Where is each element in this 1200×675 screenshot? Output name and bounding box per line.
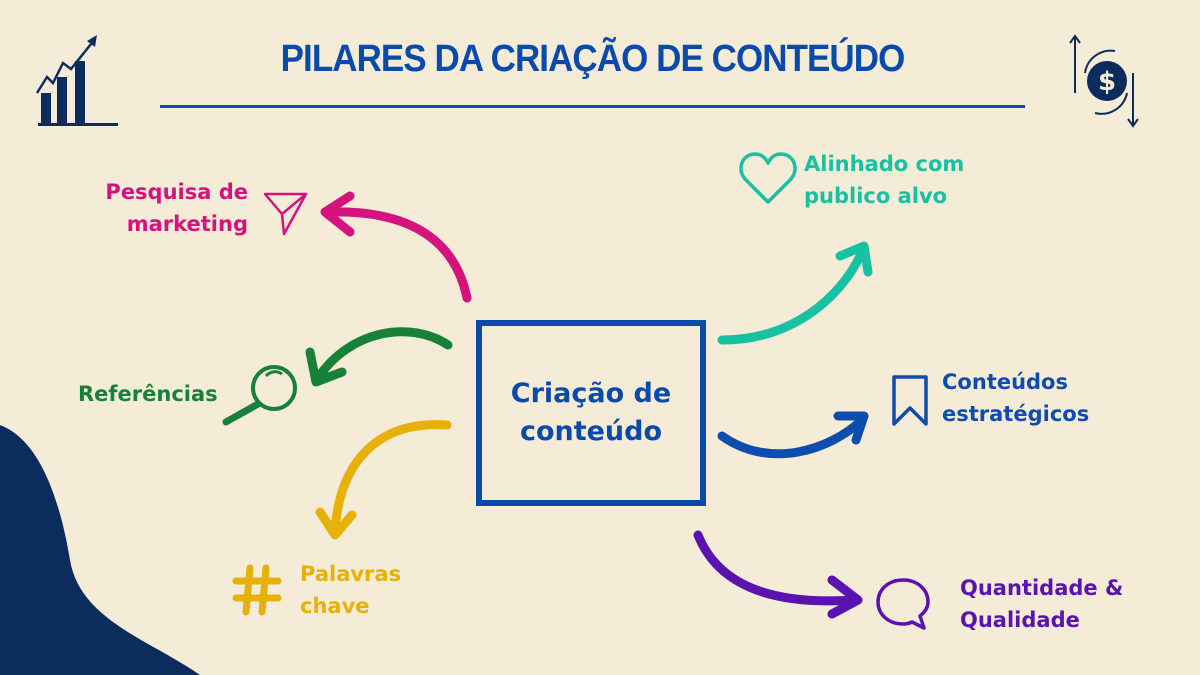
center-line2: conteúdo bbox=[519, 416, 663, 447]
arrow-pesquisa bbox=[320, 191, 472, 303]
speech-bubble-icon bbox=[876, 578, 930, 630]
arrow-referencias bbox=[305, 327, 453, 387]
pillar-alinhado: Alinhado com publico alvo bbox=[804, 148, 964, 212]
arrow-alinhado bbox=[717, 241, 873, 345]
arrow-palavras bbox=[315, 420, 452, 540]
pillar-label-line1: Pesquisa de bbox=[105, 180, 248, 204]
arrow-quantidade bbox=[693, 530, 863, 619]
pillar-label-line1: Alinhado com bbox=[804, 152, 965, 176]
pillar-label-line1: Conteúdos bbox=[942, 370, 1068, 394]
bookmark-icon bbox=[892, 375, 928, 426]
pillar-conteudos: Conteúdos estratégicos bbox=[942, 366, 1089, 430]
pillar-referencias: Referências bbox=[78, 378, 218, 410]
pillar-label-line1: Quantidade & bbox=[960, 576, 1124, 600]
pillar-palavras: Palavras chave bbox=[300, 558, 401, 622]
title-divider bbox=[160, 105, 1025, 108]
arrow-conteudos bbox=[717, 411, 869, 459]
pillar-label-line1: Palavras bbox=[300, 562, 402, 586]
dollar-exchange-icon: $ bbox=[1069, 34, 1139, 128]
svg-text:$: $ bbox=[1098, 67, 1116, 97]
page-title: PILARES DA CRIAÇÃO DE CONTEÚDO bbox=[280, 38, 906, 80]
hashtag-icon bbox=[232, 564, 282, 616]
pillar-label-line2: estratégicos bbox=[942, 402, 1090, 426]
send-icon bbox=[263, 192, 308, 236]
pillar-label-line2: Qualidade bbox=[960, 608, 1080, 632]
magnifier-icon bbox=[222, 365, 297, 426]
pillar-label-line2: chave bbox=[300, 594, 370, 618]
growth-chart-icon bbox=[35, 35, 118, 126]
pillar-label-line1: Referências bbox=[78, 382, 218, 406]
center-concept-box: Criação de conteúdo bbox=[476, 320, 706, 506]
center-line1: Criação de bbox=[510, 378, 672, 409]
pillar-label-line2: publico alvo bbox=[804, 184, 948, 208]
pillar-quantidade: Quantidade & Qualidade bbox=[960, 572, 1123, 636]
pillar-pesquisa: Pesquisa de marketing bbox=[100, 176, 248, 240]
heart-icon bbox=[739, 152, 797, 204]
pillar-label-line2: marketing bbox=[126, 212, 248, 236]
